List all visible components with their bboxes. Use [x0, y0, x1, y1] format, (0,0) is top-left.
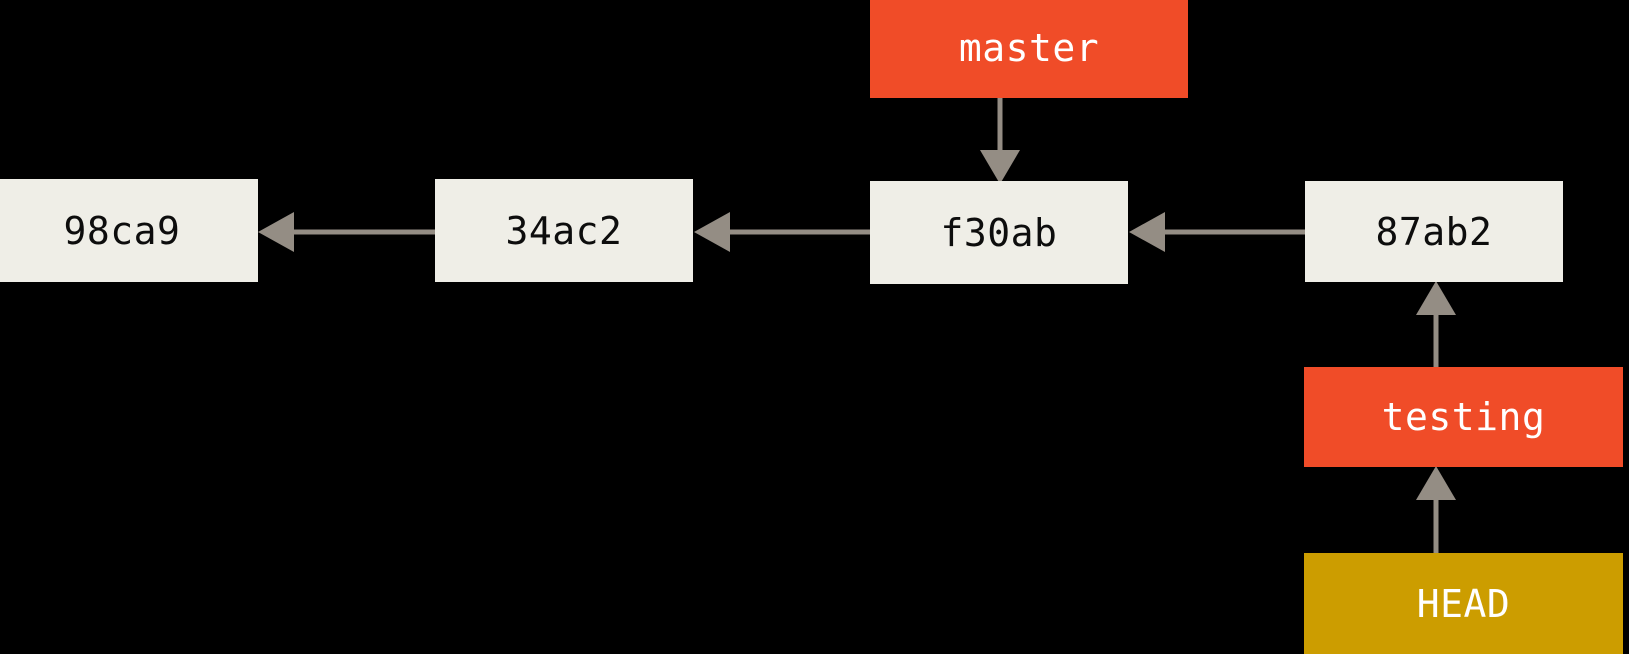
edge-head-to-testing — [1416, 466, 1456, 553]
branch-label-testing: testing — [1381, 395, 1546, 439]
commit-label-98ca9: 98ca9 — [63, 208, 181, 253]
commit-node-87ab2[interactable]: 87ab2 — [1305, 181, 1563, 282]
commit-label-87ab2: 87ab2 — [1375, 209, 1493, 254]
edge-master-to-f30ab — [980, 98, 1020, 184]
branch-label-master: master — [958, 26, 1100, 70]
edge-87ab2-to-f30ab — [1129, 212, 1305, 252]
edge-34ac2-to-98ca9 — [258, 212, 435, 252]
edge-testing-to-87ab2 — [1416, 281, 1456, 368]
head-pointer-label: HEAD — [1416, 581, 1511, 626]
commit-label-34ac2: 34ac2 — [505, 208, 623, 253]
edge-f30ab-to-34ac2 — [694, 212, 870, 252]
commit-label-f30ab: f30ab — [940, 210, 1058, 255]
commit-node-34ac2[interactable]: 34ac2 — [435, 179, 693, 282]
commit-node-f30ab[interactable]: f30ab — [870, 181, 1128, 284]
commit-node-98ca9[interactable]: 98ca9 — [0, 179, 258, 282]
branch-node-master[interactable]: master — [870, 0, 1188, 98]
branch-node-testing[interactable]: testing — [1304, 367, 1623, 467]
head-pointer-node[interactable]: HEAD — [1304, 553, 1623, 654]
